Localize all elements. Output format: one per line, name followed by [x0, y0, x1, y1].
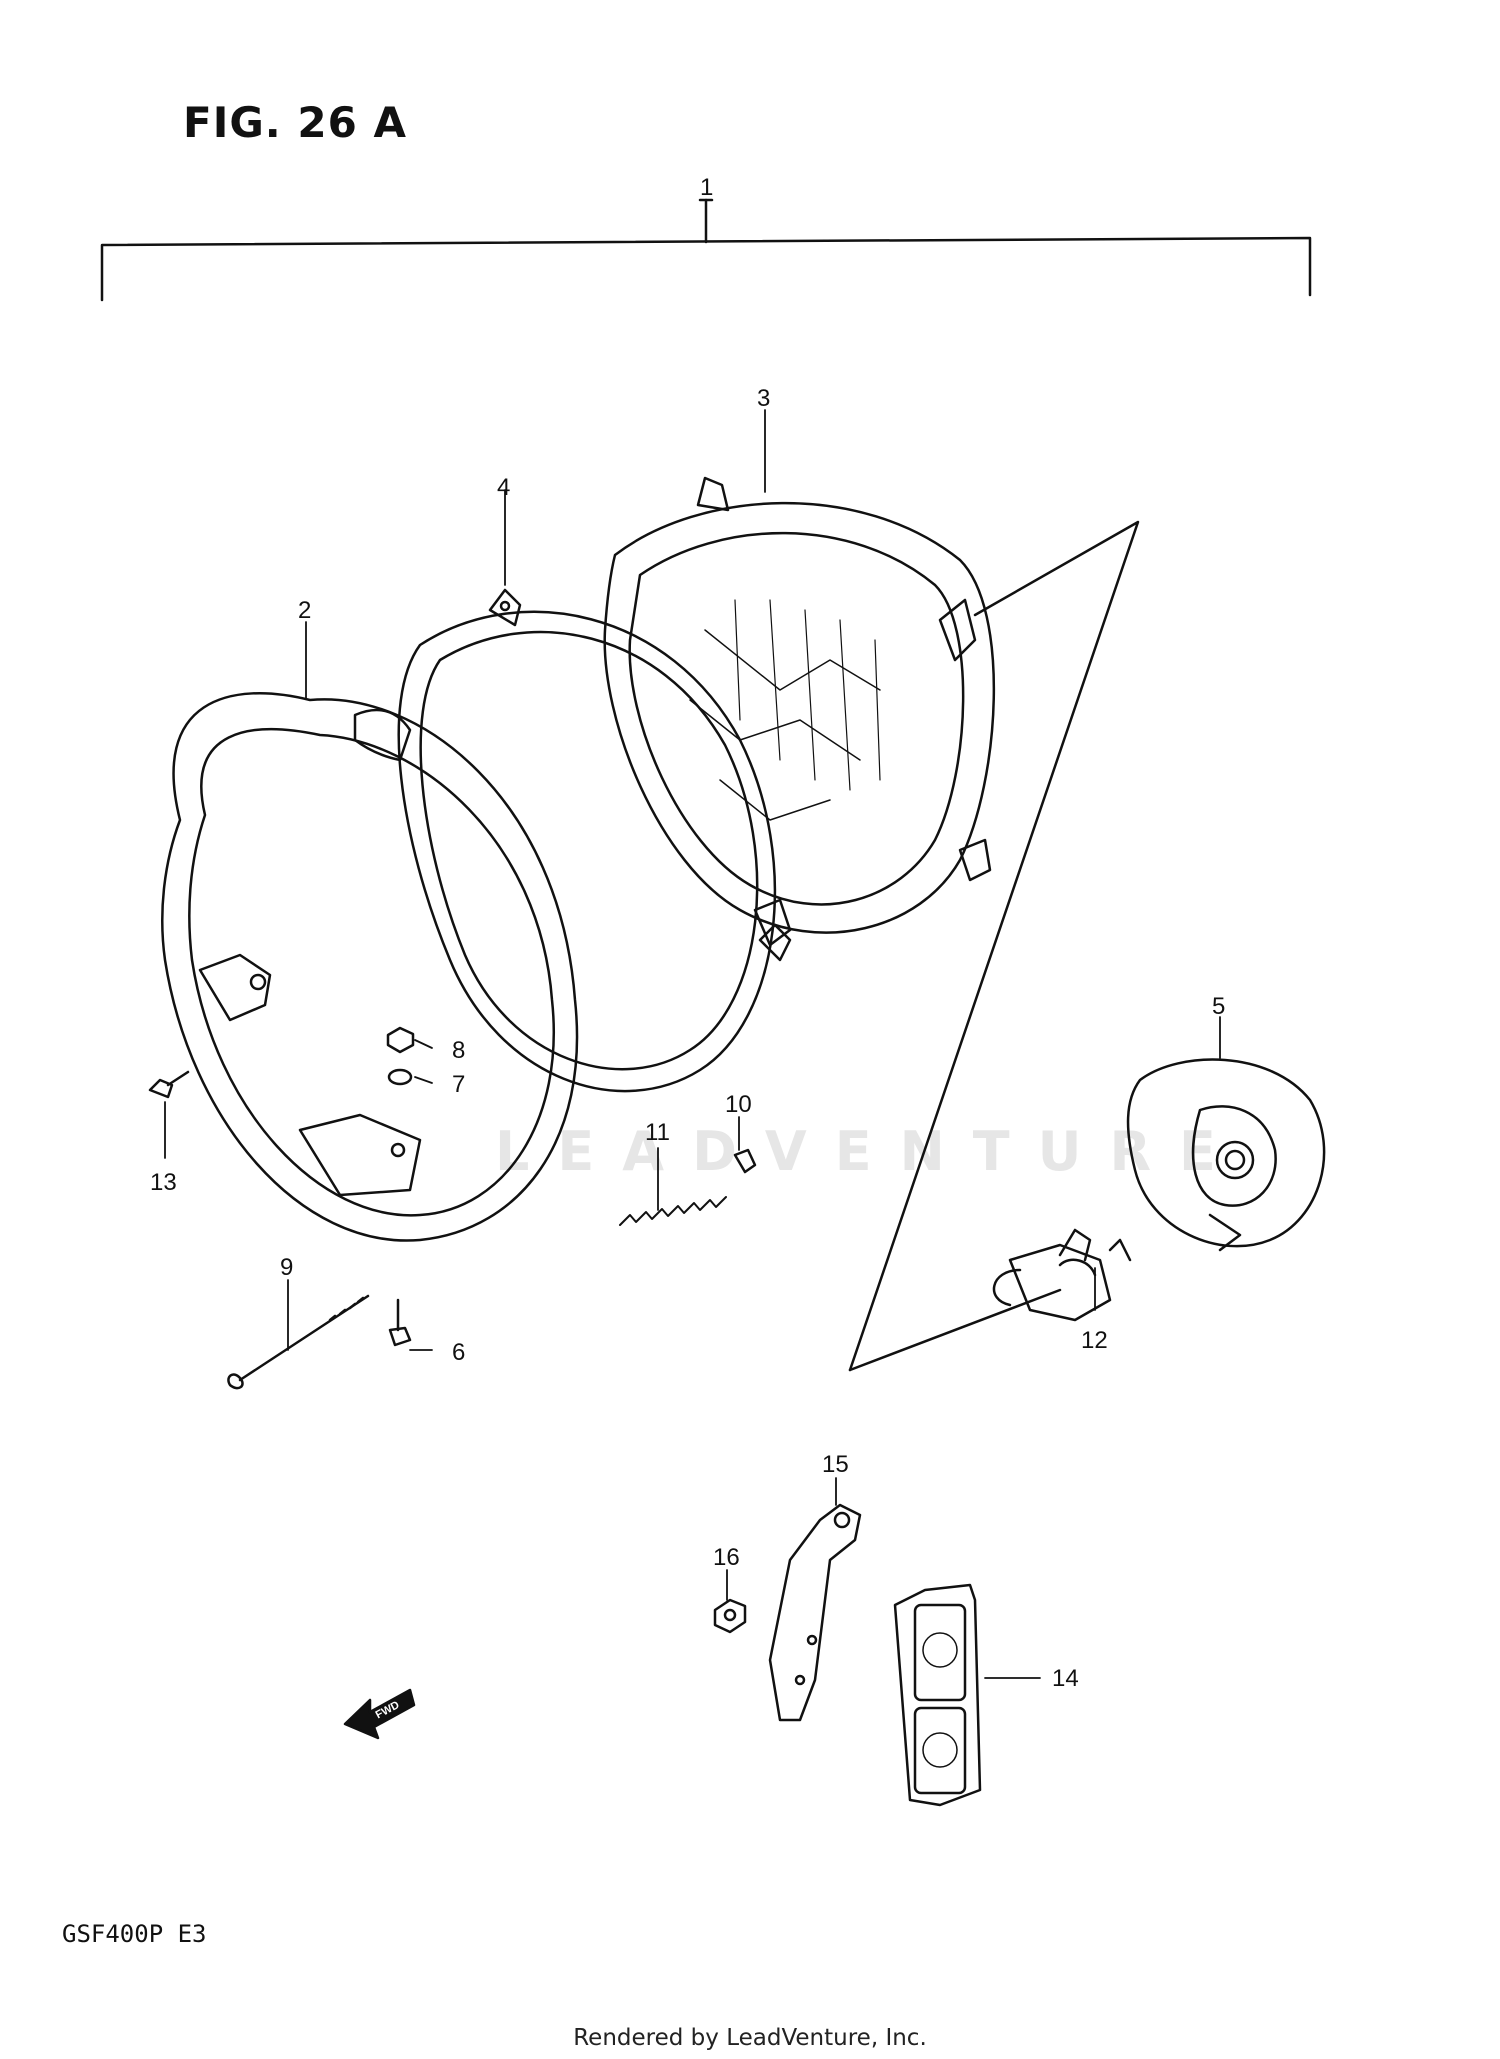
reflector-bracket [768, 1503, 862, 1722]
adjust-screw [227, 1294, 370, 1390]
callout-4: 4 [497, 474, 510, 501]
callout-5: 5 [1212, 993, 1225, 1020]
callout-1: 1 [700, 174, 713, 201]
reflector [893, 1583, 982, 1807]
headlight-bulb [992, 1228, 1132, 1322]
callout-11: 11 [645, 1119, 670, 1146]
washer-7 [387, 1068, 413, 1086]
nut-8 [386, 1026, 415, 1054]
callout-16: 16 [713, 1544, 740, 1571]
leader-lines [164, 409, 1221, 1679]
watermark: LEADVENTURE [495, 1120, 1244, 1183]
nut-16 [713, 1598, 747, 1634]
headlight-rim [161, 692, 579, 1242]
callout-3: 3 [757, 385, 770, 412]
footer-credit: Rendered by LeadVenture, Inc. [573, 2025, 927, 2051]
assembly-bracket [100, 198, 1312, 302]
projection-lines [848, 520, 1140, 1372]
model-code: GSF400P E3 [62, 1920, 207, 1948]
callout-2: 2 [298, 597, 311, 624]
screw-6 [388, 1298, 412, 1347]
callout-15: 15 [822, 1451, 849, 1478]
socket-cover [1126, 1058, 1326, 1252]
fwd-arrow-icon [343, 1688, 416, 1740]
callout-labels: 1 2 3 4 5 6 7 8 9 10 11 12 13 14 15 16 F… [150, 174, 1225, 1721]
callout-13: 13 [150, 1169, 177, 1196]
inner-ring [397, 588, 792, 1093]
callout-12: 12 [1081, 1327, 1108, 1354]
callout-14: 14 [1052, 1665, 1079, 1692]
callout-7: 7 [452, 1071, 465, 1098]
callout-10: 10 [725, 1091, 752, 1118]
figure-title: FIG. 26 A [183, 98, 407, 147]
headlight-unit [603, 476, 996, 962]
callout-8: 8 [452, 1037, 465, 1064]
callout-9: 9 [280, 1254, 293, 1281]
screw-13 [148, 1070, 190, 1099]
clip [733, 1148, 757, 1174]
spring [619, 1196, 727, 1226]
callout-6: 6 [452, 1339, 465, 1366]
